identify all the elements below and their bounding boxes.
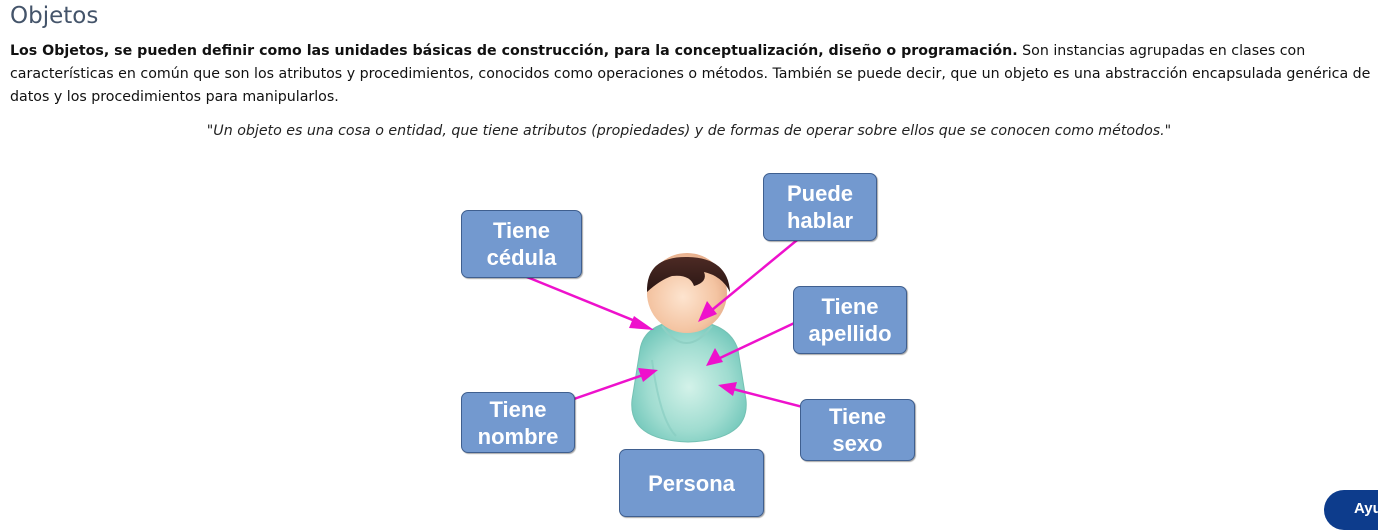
arrow-cedula-head [629,316,654,330]
help-button[interactable]: Ayuda [1324,490,1378,530]
page-title: Objetos [10,3,99,29]
label-line: Puede [786,181,854,206]
label-line: hablar [786,208,854,233]
person-icon [631,253,747,443]
arrow-cedula [521,273,641,325]
label-line: nombre [477,423,559,449]
label-line: Tiene [489,396,547,422]
label-line: Tiene [828,404,887,429]
label-persona: Persona [619,449,764,517]
label-line: Tiene [492,218,551,243]
intro-paragraph: Los Objetos, se pueden definir como las … [10,40,1372,109]
arrow-hablar-head [698,301,717,322]
quote-text: "Un objeto es una cosa o entidad, que ti… [206,123,1172,139]
arrow-sexo-head [718,382,737,396]
arrow-nombre-head [638,368,658,382]
label-line: apellido [808,321,892,346]
label-line: sexo [832,431,883,456]
arrow-hablar [711,235,803,311]
label-line: Tiene [821,294,879,319]
label-line: Persona [648,470,735,496]
intro-bold: Los Objetos, se pueden definir como las … [10,43,1018,59]
intro-rest: Son instancias agrupadas en clases con c… [10,43,1371,105]
arrow-apellido-head [706,348,723,366]
label-line: cédula [486,245,557,270]
arrow-apellido [719,316,806,360]
